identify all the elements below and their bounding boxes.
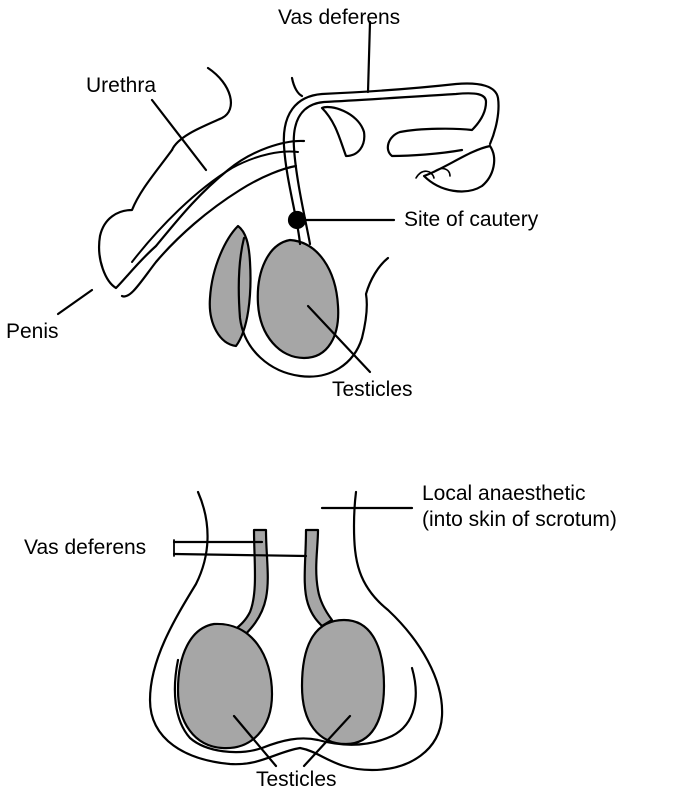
bottom-front-view — [150, 492, 442, 770]
seminal-vesicle — [322, 107, 364, 156]
label-urethra: Urethra — [86, 74, 156, 98]
vas-deferens-leader-lower — [174, 554, 306, 556]
right-vas-deferens — [305, 530, 332, 626]
cautery-site-dot — [289, 212, 305, 228]
label-vas-deferens-bottom: Vas deferens — [24, 536, 146, 560]
label-penis: Penis — [6, 320, 59, 344]
left-testicle — [178, 624, 272, 748]
vas-top-entry — [292, 78, 302, 96]
near-testicle — [258, 240, 338, 358]
vas-deferens-leader — [368, 22, 370, 92]
label-local-anaesthetic-line1: Local anaesthetic — [422, 482, 585, 506]
far-testicle — [210, 226, 251, 346]
label-site-of-cautery: Site of cautery — [404, 208, 538, 232]
right-testicle — [302, 620, 384, 744]
penis-leader — [58, 290, 92, 314]
left-vas-deferens — [230, 530, 268, 640]
label-testicles-bottom: Testicles — [256, 768, 337, 792]
label-vas-deferens-top: Vas deferens — [278, 6, 400, 30]
urethra-leader — [152, 100, 206, 170]
label-testicles-top: Testicles — [332, 378, 413, 402]
label-local-anaesthetic-line2: (into skin of scrotum) — [422, 508, 617, 532]
